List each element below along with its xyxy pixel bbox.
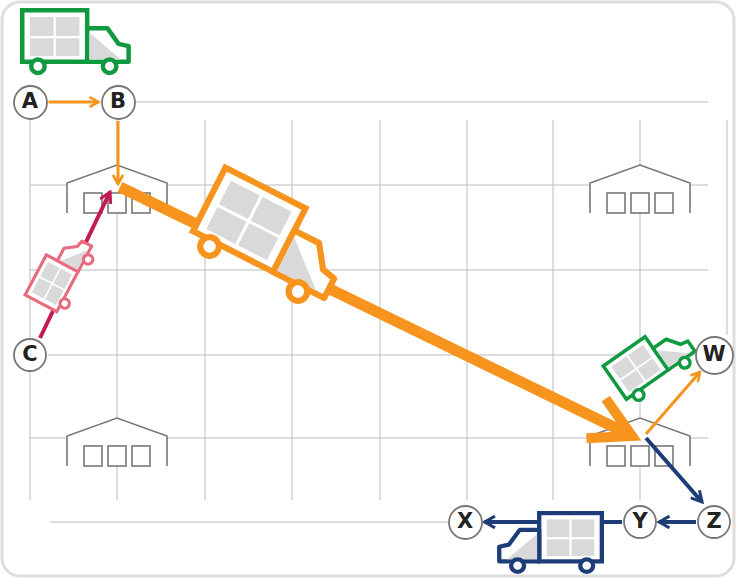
circle-outline — [449, 506, 482, 539]
stop-circle: A — [13, 85, 48, 120]
stop-circle: X — [448, 505, 483, 540]
route-arrow — [117, 121, 120, 184]
stop-letter: B — [110, 90, 126, 113]
route-arrow — [49, 101, 99, 104]
circle-outline — [696, 337, 733, 374]
stop-circle: W — [695, 336, 734, 375]
circle-outline — [698, 506, 730, 538]
warehouse — [67, 418, 167, 466]
stop-letter: X — [457, 510, 473, 533]
truck — [603, 318, 700, 406]
stop-letter: W — [702, 343, 725, 366]
truck — [186, 168, 357, 312]
route-arrow — [659, 520, 696, 524]
warehouse — [590, 165, 690, 213]
stop-circle: Z — [697, 505, 731, 539]
stop-letter: Y — [632, 510, 647, 533]
stop-circle: B — [101, 85, 136, 120]
stop-letter: Z — [706, 510, 721, 533]
circle-outline — [14, 339, 46, 371]
stop-circle: C — [13, 338, 47, 372]
stop-circle: Y — [623, 505, 657, 539]
circle-outline — [102, 86, 135, 119]
grid — [30, 102, 727, 522]
circle-outline — [14, 86, 47, 119]
truck — [499, 513, 602, 572]
route-arrow — [646, 438, 702, 502]
truck — [22, 10, 128, 73]
truck — [25, 229, 98, 315]
stop-letter: A — [22, 90, 38, 113]
circle-outline — [624, 506, 656, 538]
stop-letter: C — [22, 343, 37, 366]
